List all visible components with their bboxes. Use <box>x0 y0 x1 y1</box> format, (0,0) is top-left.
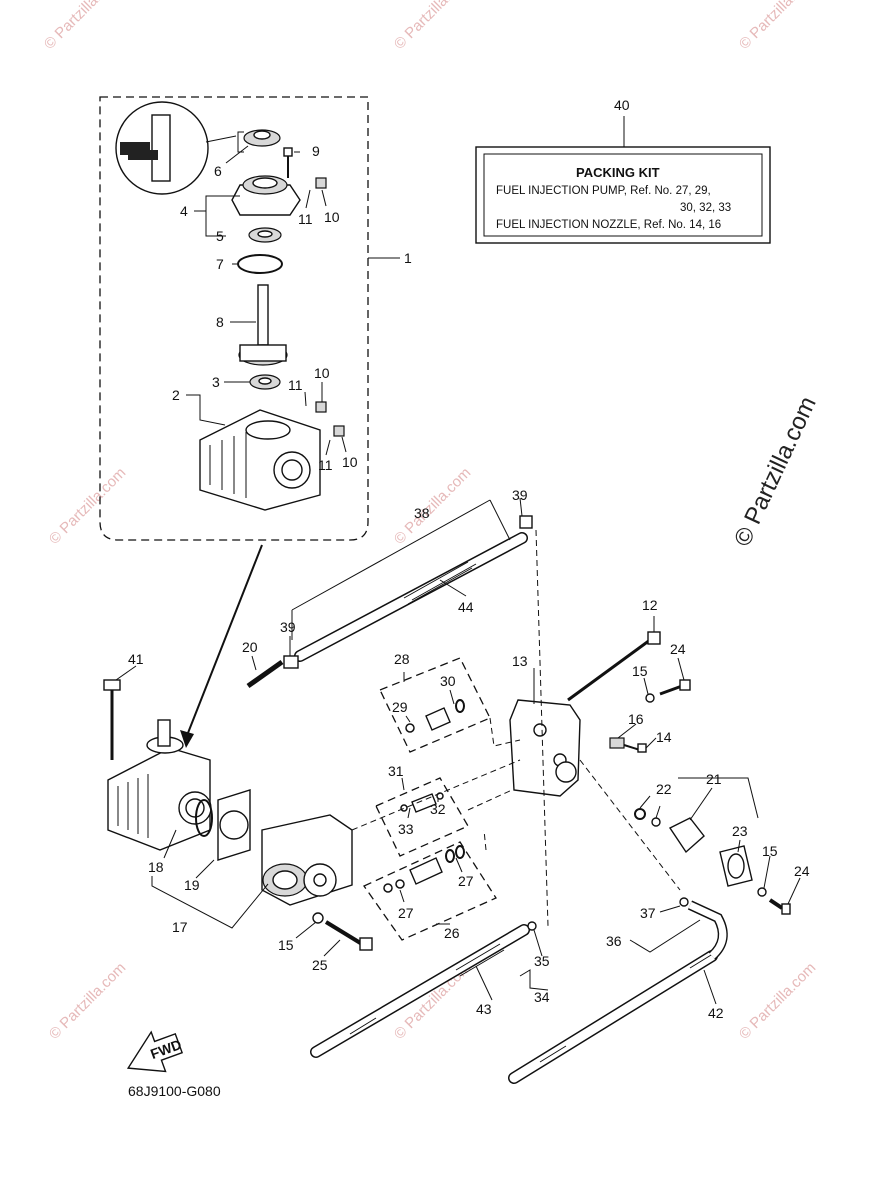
watermark: © Partzilla.com <box>736 0 819 53</box>
watermark: © Partzilla.com <box>391 464 474 547</box>
ref-3: 3 <box>212 374 220 390</box>
ref-4: 4 <box>180 203 188 219</box>
fwd-arrow: FWD <box>126 1030 184 1073</box>
ref-42: 42 <box>708 1005 724 1021</box>
packing-kit-line1: FUEL INJECTION PUMP, Ref. No. 27, 29, <box>496 185 711 197</box>
ref-24: 24 <box>670 641 686 657</box>
ref-20: 20 <box>242 639 258 655</box>
ref-9: 9 <box>312 143 320 159</box>
ref-27: 27 <box>458 873 474 889</box>
ref-25: 25 <box>312 957 328 973</box>
ref-15: 15 <box>278 937 294 953</box>
ref-32: 32 <box>430 801 446 817</box>
ref-10: 10 <box>314 365 330 381</box>
ref-11: 11 <box>318 457 333 473</box>
ref-17: 17 <box>172 919 188 935</box>
ref-38: 38 <box>414 505 430 521</box>
ref-43: 43 <box>476 1001 492 1017</box>
ref-26: 26 <box>444 925 460 941</box>
ref-5: 5 <box>216 228 224 244</box>
ref-numbers: 9 6 4 11 10 5 7 8 10 3 11 2 10 11 39 38 … <box>128 143 810 1021</box>
packing-kit-title: PACKING KIT <box>576 165 660 180</box>
ref-11: 11 <box>298 211 313 227</box>
ref-18: 18 <box>148 859 164 875</box>
ref-19: 19 <box>184 877 200 893</box>
sub-kits <box>351 529 681 941</box>
ref-36: 36 <box>606 933 622 949</box>
ref-28: 28 <box>394 651 410 667</box>
ref-40: 40 <box>614 97 630 113</box>
watermark: © Partzilla.com <box>736 959 819 1042</box>
ref-27: 27 <box>398 905 414 921</box>
ref-23: 23 <box>732 823 748 839</box>
upper-leaders <box>186 145 347 456</box>
ref-6: 6 <box>214 163 222 179</box>
ref-34: 34 <box>534 989 550 1005</box>
ref-8: 8 <box>216 314 224 330</box>
ref-15: 15 <box>762 843 778 859</box>
packing-kit-line2: 30, 32, 33 <box>680 202 731 214</box>
ref-21: 21 <box>706 771 722 787</box>
ref-39: 39 <box>280 619 296 635</box>
packing-kit-line3: FUEL INJECTION NOZZLE, Ref. No. 14, 16 <box>496 219 721 231</box>
ref-15: 15 <box>632 663 648 679</box>
watermark: © Partzilla.com <box>46 959 129 1042</box>
ref-37: 37 <box>640 905 656 921</box>
ref-16: 16 <box>628 711 644 727</box>
ref-29: 29 <box>392 699 408 715</box>
ref-22: 22 <box>656 781 672 797</box>
ref-12: 12 <box>642 597 658 613</box>
watermark: © Partzilla.com <box>46 464 129 547</box>
ref-35: 35 <box>534 953 550 969</box>
packing-kit-box: 40 PACKING KIT FUEL INJECTION PUMP, Ref.… <box>475 97 771 244</box>
magnifier-detail <box>115 101 244 195</box>
ref-7: 7 <box>216 256 224 272</box>
lower-leaders <box>115 497 801 1005</box>
ref-11: 11 <box>288 377 303 393</box>
ref-33: 33 <box>398 821 414 837</box>
ref-41: 41 <box>128 651 144 667</box>
ref-10: 10 <box>342 454 358 470</box>
lower-parts <box>103 515 791 1084</box>
watermark: © Partzilla.com <box>391 0 474 53</box>
ref-14: 14 <box>656 729 672 745</box>
ref-13: 13 <box>512 653 528 669</box>
ref-10: 10 <box>324 209 340 225</box>
assembly-box: 1 <box>99 96 412 748</box>
ref-30: 30 <box>440 673 456 689</box>
ref-24: 24 <box>794 863 810 879</box>
ref-2: 2 <box>172 387 180 403</box>
ref-44: 44 <box>458 599 474 615</box>
ref-1: 1 <box>404 250 412 266</box>
copyright-label: © Partzilla.com <box>729 393 822 551</box>
ref-39: 39 <box>512 487 528 503</box>
watermark: © Partzilla.com <box>41 0 124 53</box>
ref-31: 31 <box>388 763 404 779</box>
diagram-code: 68J9100-G080 <box>128 1083 221 1099</box>
